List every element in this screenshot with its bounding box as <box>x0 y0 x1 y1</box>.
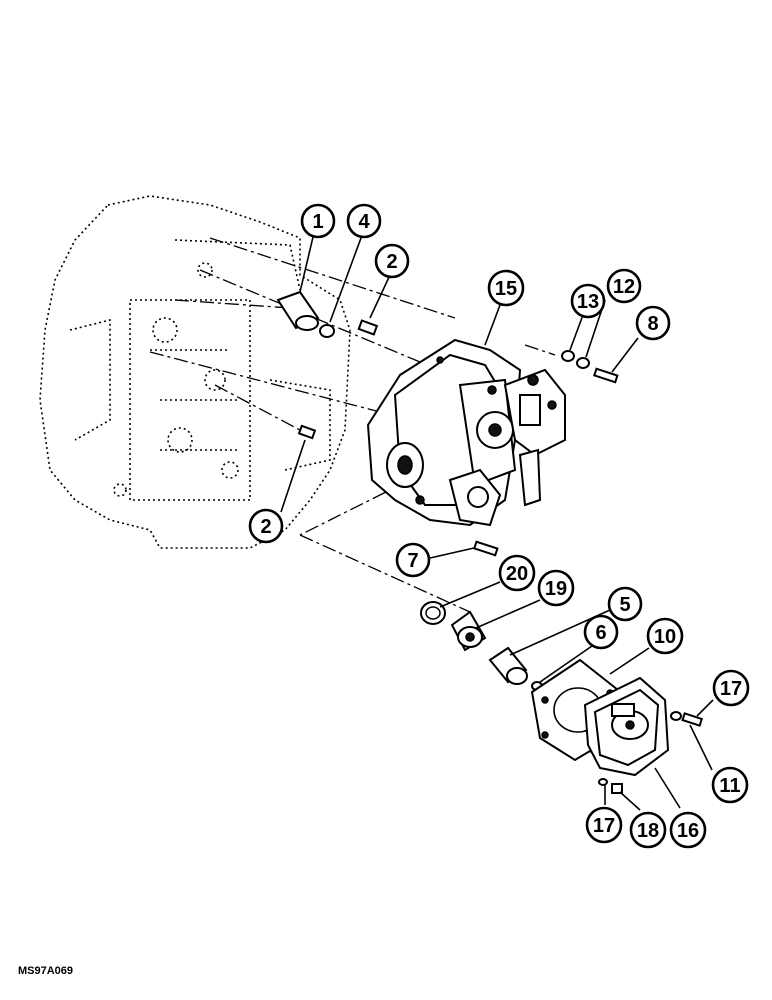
washer-part-11 <box>670 711 682 721</box>
auxiliary-pump-part <box>583 676 670 777</box>
callout-16: 16 <box>669 811 707 849</box>
callout-2-lower: 2 <box>248 508 284 544</box>
callout-2-upper: 2 <box>374 243 410 279</box>
callout-8: 8 <box>635 305 671 341</box>
callout-label: 5 <box>619 594 630 616</box>
callout-11: 11 <box>711 766 749 804</box>
callout-label: 16 <box>677 820 699 842</box>
callout-18: 18 <box>629 811 667 849</box>
callout-label: 1 <box>312 211 323 233</box>
pump-assembly <box>366 338 566 527</box>
callout-17-upper: 17 <box>712 669 750 707</box>
bolt-part-8 <box>593 367 619 384</box>
callout-label: 19 <box>545 578 567 600</box>
o-ring-part <box>319 324 335 338</box>
dowel-pin-lower <box>297 424 317 440</box>
coupling-part <box>450 610 487 652</box>
callout-label: 4 <box>358 211 370 233</box>
bolt-part-7 <box>473 540 499 557</box>
callout-4: 4 <box>346 203 382 239</box>
callout-label: 13 <box>577 291 599 313</box>
sleeve-part <box>276 290 320 331</box>
callout-13: 13 <box>570 283 606 319</box>
callout-label: 18 <box>637 820 659 842</box>
dowel-pin-upper <box>357 319 379 336</box>
callout-label: 8 <box>647 313 658 335</box>
callout-7: 7 <box>395 542 431 578</box>
callout-19: 19 <box>537 569 575 607</box>
callout-15: 15 <box>487 269 525 307</box>
splined-shaft-part <box>488 646 528 685</box>
figure-code: MS97A069 <box>18 965 74 977</box>
callout-17-lower: 17 <box>585 806 623 844</box>
seal-ring-part <box>420 601 446 625</box>
washer-part-13 <box>561 350 575 362</box>
leader-lines <box>280 236 714 811</box>
callout-label: 20 <box>506 563 528 585</box>
callout-1: 1 <box>300 203 336 239</box>
callout-label: 2 <box>386 251 397 273</box>
transmission-housing-ghost <box>39 195 351 549</box>
callout-label: 7 <box>407 550 418 572</box>
callout-label: 11 <box>719 775 740 797</box>
callout-label: 10 <box>654 626 676 648</box>
bolt-part-17-upper <box>681 712 704 727</box>
callout-12: 12 <box>606 268 642 304</box>
washer-part-17-lower <box>598 778 608 786</box>
callout-label: 17 <box>593 815 615 837</box>
callout-5: 5 <box>607 586 643 622</box>
callout-10: 10 <box>646 617 684 655</box>
callout-label: 2 <box>260 516 271 538</box>
callout-20: 20 <box>498 554 536 592</box>
washer-part-12 <box>576 357 590 369</box>
plug-part-18 <box>611 783 623 794</box>
callout-label: 12 <box>613 276 635 298</box>
callout-label: 15 <box>495 278 517 300</box>
callout-label: 17 <box>720 678 742 700</box>
callout-6: 6 <box>583 614 619 650</box>
callout-label: 6 <box>595 622 606 644</box>
